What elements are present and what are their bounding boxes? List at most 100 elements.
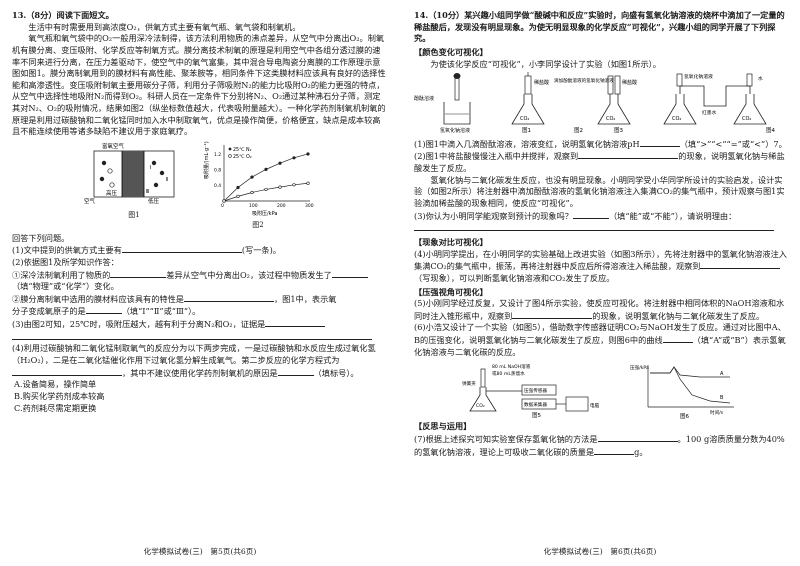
answer-blank-2b[interactable]	[183, 293, 274, 302]
q13-para1: 生活中有时需要用到高浓度O₂，供氧方式主要有氧气瓶、氧气袋和制氧机。	[28, 21, 301, 32]
figure-5-apparatus: 80 mL NaOH溶液 或80 mL蒸馏水 压强传感器 弹簧夹 数据采集器 电…	[462, 363, 600, 419]
figure-5-caption: 图5	[532, 411, 542, 419]
curve-b-label: B	[720, 395, 724, 401]
answer-blank-r7[interactable]	[597, 433, 678, 443]
series-line-o2	[223, 182, 309, 202]
label-naoh-4: 氢氧化钠溶液	[684, 73, 713, 80]
answer-blank-r2[interactable]	[578, 150, 679, 160]
answer-blank-r6[interactable]	[662, 334, 693, 344]
answer-blank-4[interactable]	[12, 367, 122, 376]
data-point-n2	[292, 156, 296, 160]
q14-co2-para: 氢氧化钠与二氧化碳发生反应，也没有明显现象。小明同学受小华同学所设计的实验启发，…	[414, 174, 785, 209]
label-co2-2: CO₂	[606, 116, 615, 122]
answer-blank-r3-line2[interactable]	[414, 222, 774, 232]
curve-a-label: A	[720, 371, 724, 377]
label-phenolphthalein: 酚酞溶液	[414, 95, 434, 102]
fig6-x-label: 时间/s	[710, 409, 724, 416]
q13-3: (3)由图2可知，25℃时，吸附压越大，越有利于分离N₂和O₂，证据是	[12, 318, 386, 343]
chart-y-label: 吸附量/(mL·g⁻¹)	[203, 141, 210, 179]
chart-x-label: 吸附压/kPa	[252, 210, 277, 217]
svg-text:Ⅱ: Ⅱ	[166, 177, 168, 183]
answer-blank-2b-2[interactable]	[85, 305, 122, 315]
label-naoh-80ml: 80 mL NaOH溶液	[492, 363, 531, 370]
answer-blank-r4[interactable]	[700, 260, 781, 270]
data-point-n2	[306, 152, 310, 156]
page-6-footer: 化学模拟试卷(三) 第6页(共6页)	[543, 547, 657, 557]
figure-1-apparatus: 酚酞溶液 氢氧化钠溶液	[414, 73, 471, 134]
section-pressure: 【压强视角可视化】	[414, 286, 488, 297]
figure-6-chart: A B 压强/kPa 时间/s 图6	[630, 365, 734, 419]
q13-1: (1)文中提到的供氧方式主要有(写一条)。	[12, 244, 281, 256]
answer-blank-r7-2[interactable]	[594, 446, 635, 455]
answer-blank-3-line2[interactable]	[12, 331, 372, 340]
figure-4-apparatus: 氢氧化钠溶液 红墨水 水 CO₂ CO₂ 图4	[663, 73, 776, 134]
q13-2a: ①深冷法制氧利用了物质的差异从空气中分离出O₂，该过程中物质发生了（填“物理”或…	[12, 269, 386, 293]
label-hcl-2: 稀盐酸	[622, 79, 637, 86]
page-5-footer: 化学模拟试卷(三) 第5页(共6页)	[143, 547, 257, 557]
data-point-o2	[278, 185, 282, 189]
y-tick-label: 0.4	[214, 183, 221, 189]
figures-5-6: 80 mL NaOH溶液 或80 mL蒸馏水 压强传感器 弹簧夹 数据采集器 电…	[414, 361, 788, 419]
q14-1: (1)图1中滴入几滴酚酞溶液，溶液变红，说明氢氧化钠溶液pH（填“>”“<”“=…	[414, 138, 787, 149]
legend-n2: 25℃ N₂	[233, 147, 252, 153]
svg-text:Ⅰ: Ⅰ	[150, 165, 151, 171]
label-computer: 电脑	[590, 402, 600, 409]
label-pressure-sensor: 压强传感器	[524, 387, 547, 394]
option-b: B.购买化学药剂成本较高	[14, 390, 105, 401]
q13-para2: 氧气瓶和氧气袋中的O₂一般用深冷法制得，该方法利用物质的沸点差异，从空气中分离出…	[12, 33, 386, 137]
section-color: 【颜色变化可视化】	[414, 46, 488, 57]
answer-blank-3[interactable]	[265, 318, 326, 328]
q14-3: (3)你认为小明同学能观察到预计的现象吗？（填“能”或“不能”），请说明理由：	[414, 210, 788, 235]
answer-blank-2a-2[interactable]	[331, 269, 368, 278]
q13-header: 13.（8分）阅读下面短文。	[12, 10, 114, 20]
q14-2: (2)图1中将盐酸慢慢注入瓶中并搅拌，观察到的现象，说明氢氧化钠与稀盐酸发生了反…	[414, 150, 785, 174]
y-tick-label: 1.2	[214, 152, 221, 158]
answer-blank-r3[interactable]	[572, 210, 609, 219]
answer-blank-2a[interactable]	[110, 269, 167, 278]
data-point-n2	[236, 185, 240, 190]
label-co2-5: CO₂	[476, 403, 485, 409]
figure-1-caption: 图1	[128, 210, 140, 219]
q13-2b: ②膜分离制氧中选用的膜材料应该具有的特性是，图1中，表示氧分子变成氧原子的是（填…	[12, 293, 337, 317]
label-high-pressure: 高压	[106, 189, 118, 197]
data-point-o2	[306, 181, 310, 185]
x-tick-label: 0	[221, 203, 224, 209]
label-co2-1: CO₂	[520, 116, 529, 122]
figure-3-caption-r: 图3	[614, 126, 624, 134]
curve-b-line	[650, 366, 731, 404]
label-water-80ml: 或80 mL蒸馏水	[492, 370, 525, 377]
answer-blank-r5[interactable]	[512, 310, 593, 319]
option-c: C.药剂耗尽需定期更换	[14, 402, 97, 413]
data-point-n2	[264, 167, 268, 172]
curve-a-line	[650, 366, 730, 378]
svg-text:Ⅲ: Ⅲ	[146, 189, 149, 195]
figure-1-caption-r: 图1	[522, 126, 531, 134]
label-oxygen-rich-air: 富氧空气	[102, 142, 125, 150]
q13-4: (4)利用过碳酸钠和二氧化锰制取氧气的反应分为以下两步完成，一是过碳酸钠和水反应…	[12, 343, 376, 378]
label-co2-3: CO₂	[672, 116, 681, 122]
figure-2-caption-r: 图2	[574, 126, 583, 134]
figure-2-apparatus: 稀盐酸 CO₂ 图1	[511, 72, 549, 134]
q14-header: 14.（10分）某兴趣小组同学做“酸碱中和反应”实验时，向盛有氢氧化钠溶液的烧杯…	[414, 10, 785, 44]
section-reflection: 【反思与运用】	[414, 421, 472, 432]
label-spring-clip: 弹簧夹	[462, 380, 476, 387]
y-tick-label: 0.8	[214, 168, 221, 174]
q14-5: (5)小刚同学经过反复，又设计了图4所示实验，使反应可视化。将注射器中相同体积的…	[414, 298, 785, 321]
page-6: 14.（10分）某兴趣小组同学做“酸碱中和反应”实验时，向盛有氢氧化钠溶液的烧杯…	[400, 0, 800, 566]
option-a: A.设备简易，操作简单	[14, 379, 97, 390]
data-point-o2	[292, 183, 296, 187]
figure-2-caption: 图2	[252, 220, 264, 229]
label-low-pressure: 低压	[148, 197, 160, 205]
answer-blank-1[interactable]	[121, 244, 242, 254]
q14-7: (7)根据上述探究可知实验室保存氢氧化钠的方法是。100 g溶质质量分数为40%…	[414, 433, 785, 457]
x-tick-label: 300	[305, 203, 314, 209]
q14-6: (6)小浩又设计了一个实验（如图5），借助数字传感器证明CO₂与NaOH发生了反…	[414, 322, 786, 357]
figures-1-4: 酚酞溶液 氢氧化钠溶液 稀盐酸 CO₂ 图1 滴加酚酞溶液的氢氧化钠溶液 稀盐酸…	[414, 72, 776, 134]
data-point-o2	[222, 199, 226, 203]
answer-blank-r1[interactable]	[639, 138, 680, 147]
data-point-n2	[250, 175, 254, 179]
answer-blank-4-2[interactable]	[277, 367, 314, 376]
